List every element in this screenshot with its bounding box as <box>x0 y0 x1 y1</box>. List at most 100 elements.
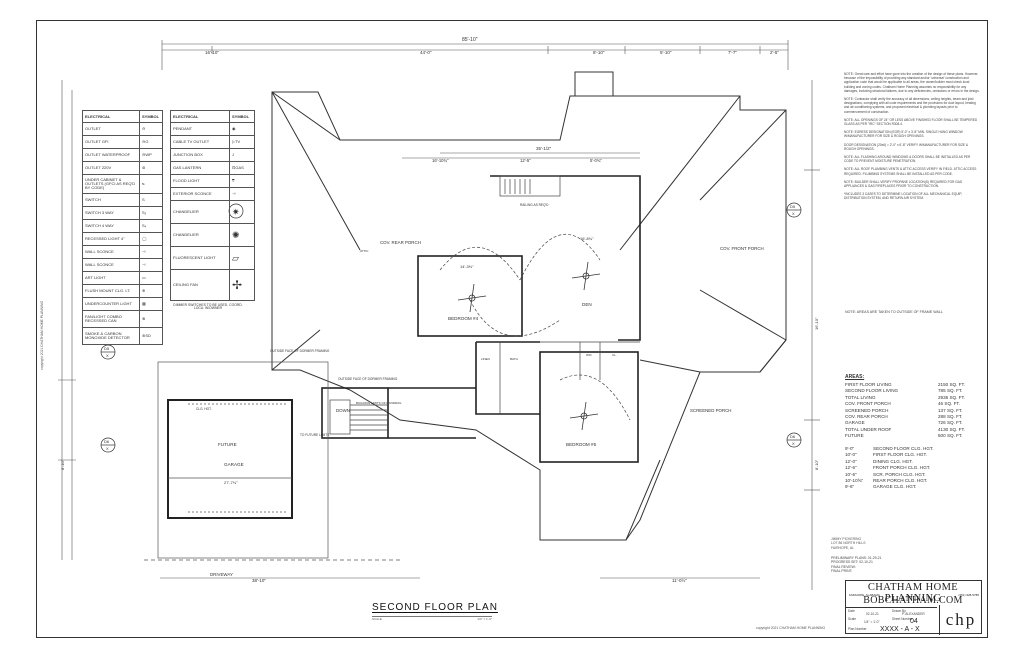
legend-row-symbol: ⊣ <box>139 258 163 272</box>
room-future: FUTURE <box>218 442 237 447</box>
prelim-block: PRELIMINARY PLANS: 01-29-21 PROGRESS SET… <box>831 556 881 574</box>
area-row: FUTURE 500 SQ. FT. <box>845 433 980 439</box>
dim-mid-d: 5'-0¾" <box>590 158 602 163</box>
room-screened-porch: SCREENED PORCH <box>690 408 731 413</box>
legend-row-label: SWITCH 3 WAY <box>82 206 140 220</box>
ceiling-heights: 9'-0"SECOND FLOOR CLG. HGT. 10'-0"FIRST … <box>845 446 980 491</box>
area-row: FIRST FLOOR LIVING 2150 SQ. FT. <box>845 382 980 388</box>
ceiling-label: FIRST FLOOR CLG. HGT. <box>873 452 928 458</box>
firm-website: BOBCHATHAM.COM <box>863 595 963 606</box>
owner-block: JIMMY PICKERING LOT 86 NORTH HILLS FAIRH… <box>831 537 866 550</box>
ceiling-row: 10'-6"SCR. PORCH CLG. HGT. <box>845 472 980 478</box>
railing-label: RAILING AS REQ'D <box>520 203 549 207</box>
legend-row-symbol: ⊗ <box>139 310 163 328</box>
legend-row-label: SWITCH <box>82 193 140 207</box>
note-item: DOOR DESIGNATION (20x6) = 2'-0" x 6'-8" … <box>844 142 969 151</box>
note-item: NOTE: Contractor shall verify the accura… <box>844 97 976 114</box>
ceiling-height: 10'-6" <box>845 471 857 477</box>
legend-row-symbol: ▷TV <box>229 135 255 149</box>
room-bedroom-5: BEDROOM #5 <box>566 442 597 447</box>
areas-table: AREAS: FIRST FLOOR LIVING 2150 SQ. FT. SE… <box>845 374 980 440</box>
legend-row-symbol: ✷ <box>229 200 255 224</box>
area-value: 137 SQ. FT. <box>938 407 963 413</box>
legend-row-symbol: S₄ <box>139 219 163 233</box>
legend-row-symbol: ▱ <box>229 246 255 270</box>
legend-row-symbol: ⩢ <box>229 174 255 188</box>
area-label: FIRST FLOOR LIVING <box>845 382 892 387</box>
scale-bar: SCALE 1/4" = 1'-0" <box>372 616 492 621</box>
legend-row-symbol: ⊛SD <box>139 327 163 345</box>
legend-header-electrical: ELECTRICAL <box>82 110 140 123</box>
label-linen: LINEN <box>481 357 490 361</box>
legend-row-label: OUTLET GFI <box>82 135 140 149</box>
legend-row-symbol: ᴓ <box>139 174 163 194</box>
dim-mid-b: 16'-10¾" <box>432 158 449 163</box>
label-attic: ATTIC <box>360 249 369 253</box>
legend-row-symbol: ▭ <box>139 271 163 285</box>
drawn-value: P. ALEXANDER <box>902 612 925 616</box>
legend-row-label: RECESSED LIGHT 4" <box>82 232 140 246</box>
areas-title: AREAS: <box>845 374 865 380</box>
plan-label: Plan Number <box>848 627 867 631</box>
dim-top-d: 5'-10" <box>660 50 672 55</box>
legend-row-symbol: ▦ <box>139 297 163 311</box>
prelim-line: PROGRESS SET: 02-10-21 <box>831 560 873 565</box>
prelim-line: FINAL PRINT: <box>831 569 853 574</box>
area-value: 2150 SQ. FT. <box>938 382 966 387</box>
electrical-legend-left: ELECTRICAL SYMBOL OUTLET⊖ OUTLET GFI⊖G O… <box>82 110 163 345</box>
area-label: FUTURE <box>845 433 864 439</box>
dim-top-c: 8'-10" <box>593 50 605 55</box>
label-wic: WIC <box>586 353 593 357</box>
dim-top-f: 2'-5" <box>770 50 779 55</box>
electrical-legend-right: ELECTRICAL SYMBOL PENDANT◉ CABLE TV OUTL… <box>170 110 255 311</box>
label-future-limits: TO FUTURE LIMITS <box>300 433 329 437</box>
legend-row-label: PENDANT <box>170 122 230 136</box>
sheet-number: 04 <box>910 618 918 625</box>
area-value: 500 SQ. FT. <box>938 433 963 439</box>
ceiling-row: 12'-6"FRONT PORCH CLG. HGT. <box>845 465 980 471</box>
section-marker-1-sub: X <box>106 353 109 358</box>
section-marker-2-sub: X <box>106 446 109 451</box>
plan-number: XXXX - A - X <box>880 626 920 633</box>
legend-row-label: UNDER CABINET & OUTLETS (GFCI AS REQ'D B… <box>82 174 140 194</box>
legend-row-symbol: ◯ <box>139 232 163 246</box>
room-garage: GARAGE <box>224 462 244 467</box>
legend-row-symbol: ⊖G <box>139 135 163 149</box>
vertical-copyright: copyright 2021 CHATHAM HOME PLANNING <box>40 300 44 370</box>
legend-header-electrical: ELECTRICAL <box>170 110 230 123</box>
area-label: COV. FRONT PORCH <box>845 401 891 407</box>
date-value: 02-10-21 <box>866 612 879 616</box>
legend-footnote: DIMMER SWITCHES TO BE USED. COORD. LOCA.… <box>173 303 243 311</box>
sheet-title: SECOND FLOOR PLAN <box>372 602 498 613</box>
title-grid: Date 02-10-21 Drawn By P. ALEXANDER Scal… <box>846 607 937 636</box>
firm-phone: (251) 928-5786 <box>958 593 979 597</box>
firm-contact: FAIRHOPE, ALABAMA (251) 928-5786 <box>849 593 979 597</box>
legend-row-label: OUTLET 220V <box>82 161 140 175</box>
ceiling-height: 12'-6" <box>845 465 857 471</box>
legend-row-symbol: ✺ <box>229 223 255 247</box>
dim-right-a: 16'-10" <box>814 317 819 330</box>
area-label: SCREENED PORCH <box>845 407 889 413</box>
area-label: TOTAL UNDER ROOF <box>845 426 892 432</box>
label-clg: CLG. HGT. <box>196 407 212 411</box>
stair-down-label: DOWN <box>336 408 350 413</box>
firm-city: FAIRHOPE, ALABAMA <box>849 593 880 597</box>
ceiling-row: 12'-0"DINING CLG. HGT. <box>845 459 980 465</box>
ceiling-label: REAR PORCH CLG. HGT. <box>873 478 928 484</box>
legend-row-label: CHANDELIER <box>170 200 230 224</box>
ceiling-row: 9'-6"GARAGE CLG. HGT. <box>845 484 980 490</box>
legend-row-symbol: S <box>139 193 163 207</box>
owner-line: JIMMY PICKERING <box>831 537 862 541</box>
area-row: SCREENED PORCH 137 SQ. FT. <box>845 408 980 414</box>
legend-row-label: FLUSH MOUNT CLG. LT. <box>82 284 140 298</box>
label-outside-face-left: OUTSIDE FACE OF DORMER FRAMING <box>270 349 330 353</box>
area-label: SECOND FLOOR LIVING <box>845 388 899 394</box>
area-value: 4130 SQ. FT. <box>938 426 966 432</box>
section-marker-3-sub: X <box>792 211 795 216</box>
legend-row-symbol: ◉ <box>229 122 255 136</box>
dim-overall-top: 85'-10" <box>462 37 478 43</box>
note-item: NOTE: EGRESS DESIGNATION (EGR) 5'-0" x 3… <box>844 130 963 139</box>
firm-name: CHATHAM HOME PLANNING <box>867 582 959 604</box>
